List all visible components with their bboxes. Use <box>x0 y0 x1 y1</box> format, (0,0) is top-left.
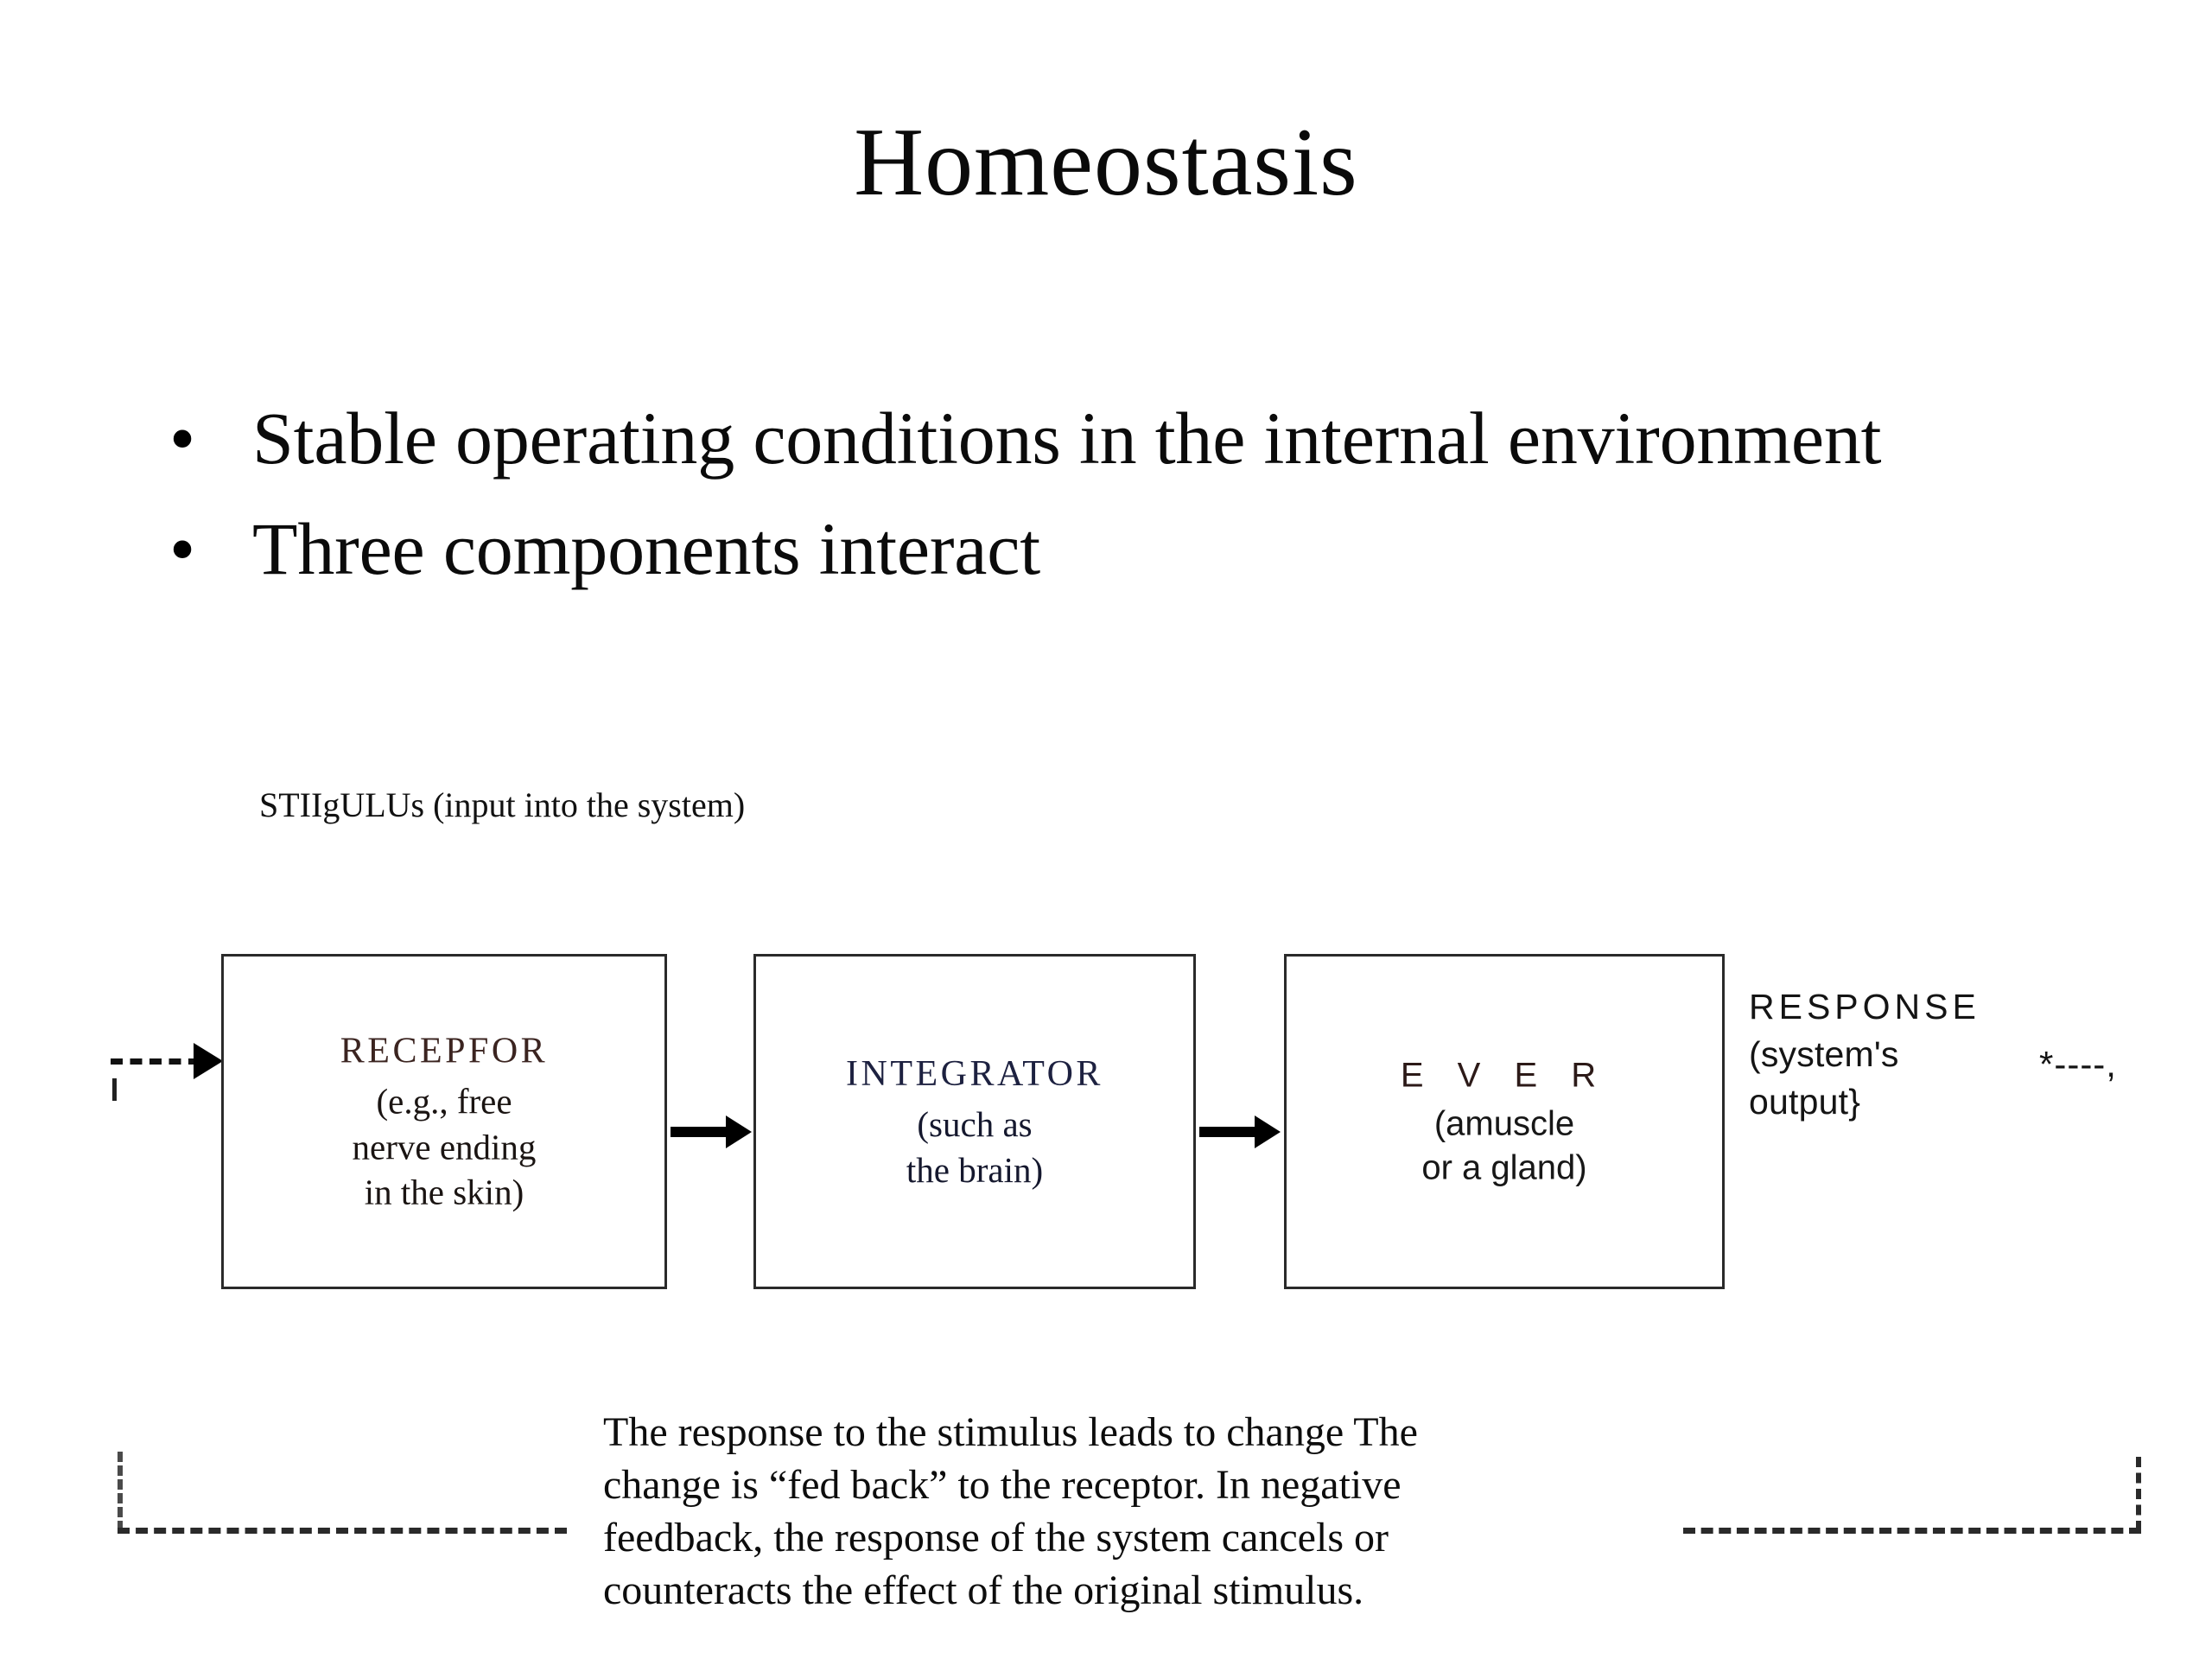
flow-box-receptor-content: RECEPFOR (e.g., free nerve ending in the… <box>224 1028 664 1216</box>
response-dashed-artifact: *----, <box>2039 1044 2117 1084</box>
response-line-1: (system's <box>1749 1033 1899 1074</box>
flow-box-effector-heading: E V E R <box>1400 1056 1609 1095</box>
flow-box-effector-line-1: (amuscle <box>1433 1104 1575 1143</box>
bullet-text: Stable operating conditions in the inter… <box>252 397 1882 480</box>
feedback-path-left-vertical <box>118 1452 123 1531</box>
flow-box-integrator: INTEGRATOR (such as the brain) <box>753 954 1196 1289</box>
feedback-line-2: change is “fed back” to the receptor. In… <box>603 1461 1402 1508</box>
response-label: RESPONSE (system's output} <box>1749 983 1980 1126</box>
flow-box-receptor: RECEPFOR (e.g., free nerve ending in the… <box>221 954 667 1289</box>
flow-box-effector-line-2: or a gland) <box>1421 1148 1587 1187</box>
flow-box-receptor-line-3: in the skin) <box>364 1172 524 1212</box>
feedback-path-left-horizontal <box>118 1528 567 1534</box>
arrowhead-icon <box>194 1043 223 1079</box>
flow-box-effector: E V E R (amuscle or a gland) <box>1284 954 1725 1289</box>
bullet-list: • Stable operating conditions in the int… <box>169 391 2053 612</box>
arrow-shaft <box>671 1127 728 1137</box>
arrowhead-icon <box>726 1116 752 1148</box>
bullet-marker-icon: • <box>169 397 196 480</box>
list-item: • Stable operating conditions in the int… <box>169 391 2053 486</box>
feedback-description: The response to the stimulus leads to ch… <box>603 1407 1666 1618</box>
flow-box-receptor-heading: RECEPFOR <box>340 1031 549 1071</box>
dashed-shaft <box>111 1058 200 1065</box>
list-item: • Three components interact <box>169 501 2053 596</box>
feedback-path-right-horizontal <box>1683 1528 2141 1534</box>
flow-box-integrator-line-1: (such as <box>917 1104 1033 1145</box>
bullet-marker-icon: • <box>169 507 196 591</box>
response-line-2: output} <box>1749 1081 1861 1122</box>
feedback-entry-tick <box>112 1078 117 1101</box>
flow-box-receptor-line-1: (e.g., free <box>376 1082 512 1122</box>
flow-box-effector-content: E V E R (amuscle or a gland) <box>1287 1052 1722 1190</box>
page-title: Homeostasis <box>854 109 1358 216</box>
feedback-line-1: The response to the stimulus leads to ch… <box>603 1409 1418 1455</box>
arrowhead-icon <box>1255 1116 1281 1148</box>
bullet-text: Three components interact <box>252 507 1040 591</box>
stimulus-caption: STIIgULUs (input into the system) <box>259 785 746 824</box>
flow-box-integrator-line-2: the brain) <box>906 1149 1044 1190</box>
feedback-line-4: counteracts the effect of the original s… <box>603 1567 1364 1613</box>
response-title: RESPONSE <box>1749 987 1980 1027</box>
feedback-path-right-vertical <box>2136 1457 2141 1531</box>
arrow-shaft <box>1199 1127 1256 1137</box>
flow-box-integrator-heading: INTEGRATOR <box>846 1053 1103 1094</box>
feedback-line-3: feedback, the response of the system can… <box>603 1514 1389 1560</box>
flow-box-receptor-line-2: nerve ending <box>352 1127 537 1167</box>
flow-box-integrator-content: INTEGRATOR (such as the brain) <box>756 1051 1193 1192</box>
